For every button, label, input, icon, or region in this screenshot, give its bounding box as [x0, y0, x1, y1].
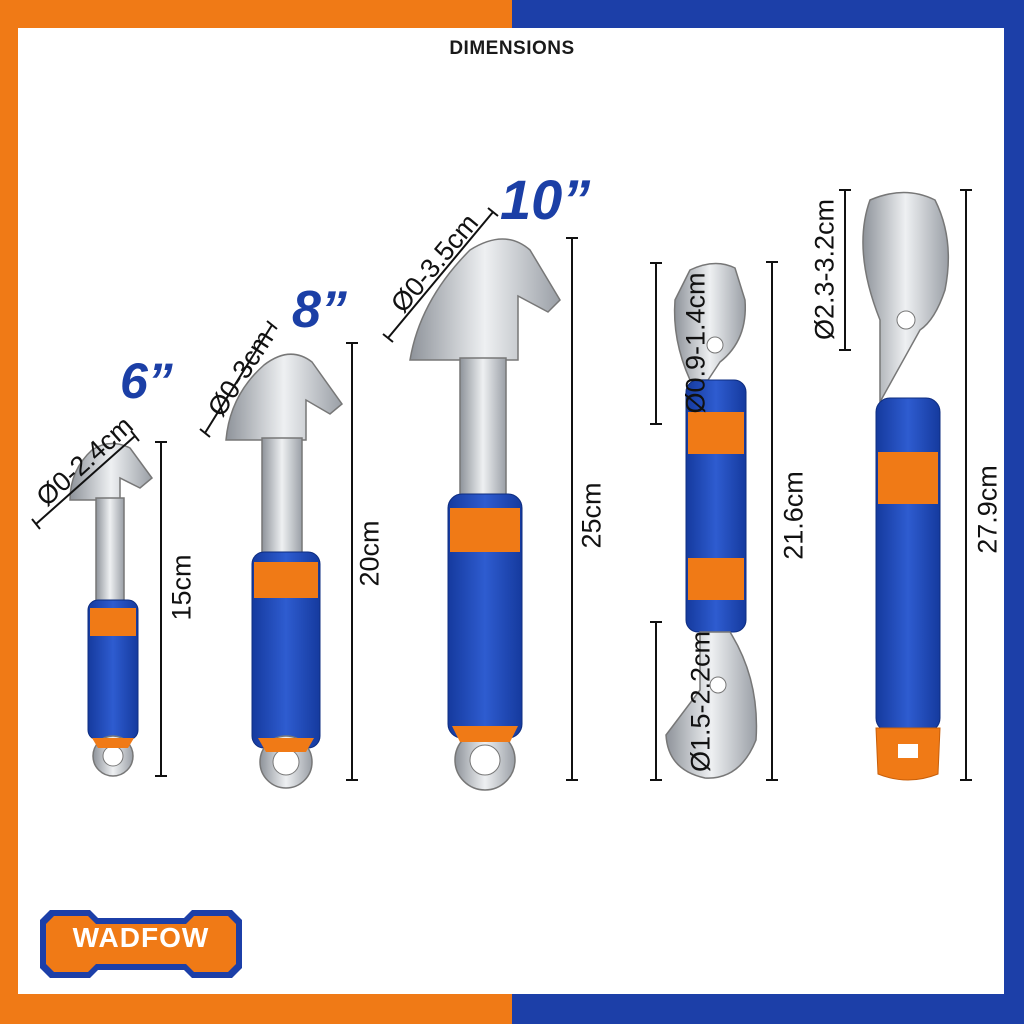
adjustable-wrench-6in [69, 442, 154, 777]
jaw-label-snap-double-bottom: Ø1.5-2.2cm [685, 630, 716, 773]
wadfow-logo [40, 910, 242, 978]
size-label-8in: 8” [292, 281, 347, 339]
page-title: DIMENSIONS [449, 38, 575, 59]
length-label-8in: 20cm [354, 520, 385, 587]
length-label-6in: 15cm [166, 554, 197, 621]
size-label-6in: 6” [120, 353, 173, 409]
adjustable-wrench-8in [225, 353, 344, 789]
jaw-label-snap-single: Ø2.3-3.2cm [809, 198, 840, 341]
length-label-10in: 25cm [576, 482, 607, 549]
snap-wrench-double [665, 262, 758, 779]
length-label-snap-single: 27.9cm [972, 465, 1003, 554]
brand-name: WADFOW [72, 922, 210, 953]
dimension-lines [31, 189, 972, 781]
length-label-snap-double: 21.6cm [778, 471, 809, 560]
size-label-10in: 10” [500, 168, 591, 231]
adjustable-wrench-10in [409, 238, 561, 791]
snap-wrench-single [862, 191, 950, 781]
jaw-label-snap-double-top: Ø0.9-1.4cm [680, 272, 711, 414]
